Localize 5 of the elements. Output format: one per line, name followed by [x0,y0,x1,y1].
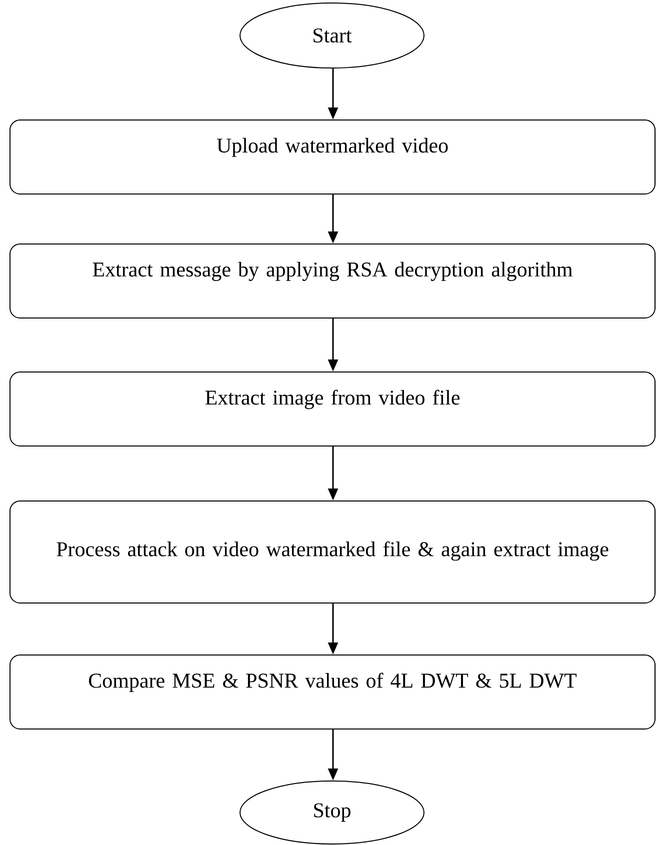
process-box: Extract image from video file [10,372,656,446]
process-box: Process attack on video watermarked file & again extract image [10,500,656,604]
process-box: Upload watermarked video [10,120,656,194]
process-box: Compare MSE & PSNR values of 4L DWT & 5L DWT [10,654,656,730]
process-box: Extract message by applying RSA decryption algorithm [10,244,656,318]
